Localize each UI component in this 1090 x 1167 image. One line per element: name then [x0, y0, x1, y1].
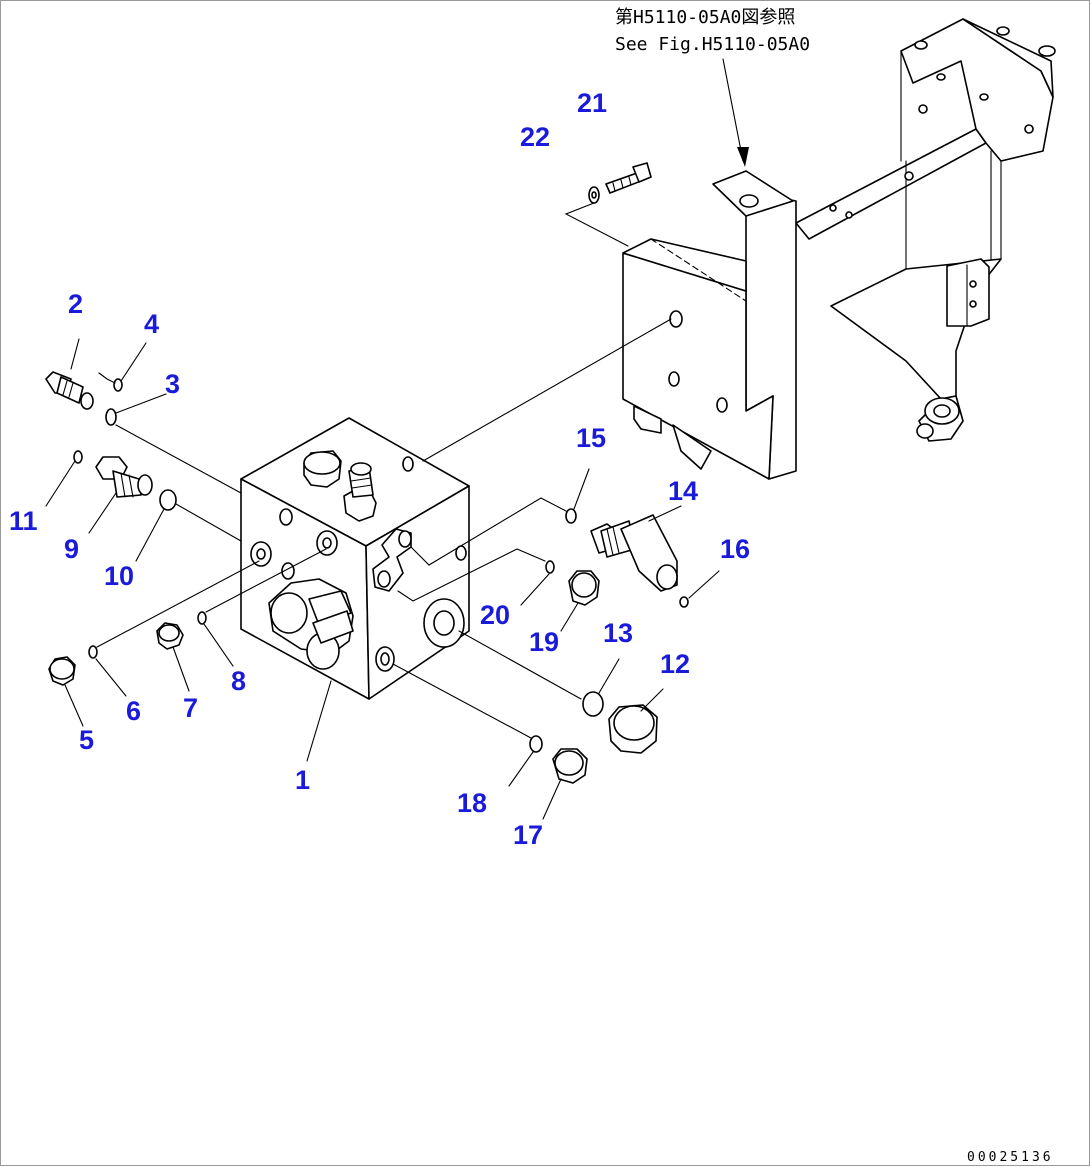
reference-note-en: See Fig.H5110-05A0 — [615, 34, 810, 55]
o-ring-6 — [88, 645, 98, 659]
plug-19 — [568, 570, 600, 606]
plug-7 — [156, 622, 184, 650]
callout-7: 7 — [183, 693, 198, 723]
callout-4: 4 — [144, 309, 159, 339]
plug-5 — [48, 656, 76, 686]
o-ring-11 — [73, 450, 83, 464]
drawing-code: 00025136 — [967, 1150, 1054, 1165]
o-ring-15 — [565, 508, 577, 524]
callout-3: 3 — [165, 369, 180, 399]
callout-22: 22 — [520, 122, 550, 152]
callout-11: 11 — [9, 506, 38, 536]
callout-labels: 1 2 3 4 5 6 7 8 9 10 11 12 13 14 15 16 1… — [9, 88, 750, 850]
reference-note-jp: 第H5110-05A0図参照 — [615, 7, 795, 28]
o-ring-8 — [197, 611, 207, 625]
callout-10: 10 — [104, 561, 134, 591]
callout-2: 2 — [68, 289, 83, 319]
callout-17: 17 — [513, 820, 543, 850]
callout-18: 18 — [457, 788, 487, 818]
callout-5: 5 — [79, 725, 94, 755]
fitting-9 — [95, 456, 153, 498]
bolt-21 — [605, 162, 652, 194]
callout-1: 1 — [295, 765, 310, 795]
valve-block — [240, 417, 470, 700]
reference-arrow — [722, 58, 749, 167]
callout-9: 9 — [64, 534, 79, 564]
o-ring-13 — [582, 691, 604, 717]
o-ring-18 — [529, 735, 543, 753]
plug-12 — [608, 704, 658, 754]
washer-22 — [588, 186, 600, 204]
o-ring-3 — [105, 408, 117, 426]
callout-16: 16 — [720, 534, 750, 564]
callout-19: 19 — [529, 627, 559, 657]
o-ring-20 — [545, 560, 555, 574]
pressure-switch-14 — [590, 514, 678, 592]
callout-20: 20 — [480, 600, 510, 630]
callout-21: 21 — [577, 88, 607, 118]
callout-13: 13 — [603, 618, 633, 648]
callout-14: 14 — [668, 476, 698, 506]
mounting-bracket — [622, 18, 1056, 480]
callout-15: 15 — [576, 423, 606, 453]
callout-12: 12 — [660, 649, 690, 679]
fitting-2 — [45, 371, 94, 410]
o-ring-10 — [159, 489, 177, 511]
callout-8: 8 — [231, 666, 246, 696]
o-ring-4 — [113, 378, 123, 392]
o-ring-16 — [679, 596, 689, 608]
plug-17 — [552, 748, 588, 784]
callout-6: 6 — [126, 696, 141, 726]
